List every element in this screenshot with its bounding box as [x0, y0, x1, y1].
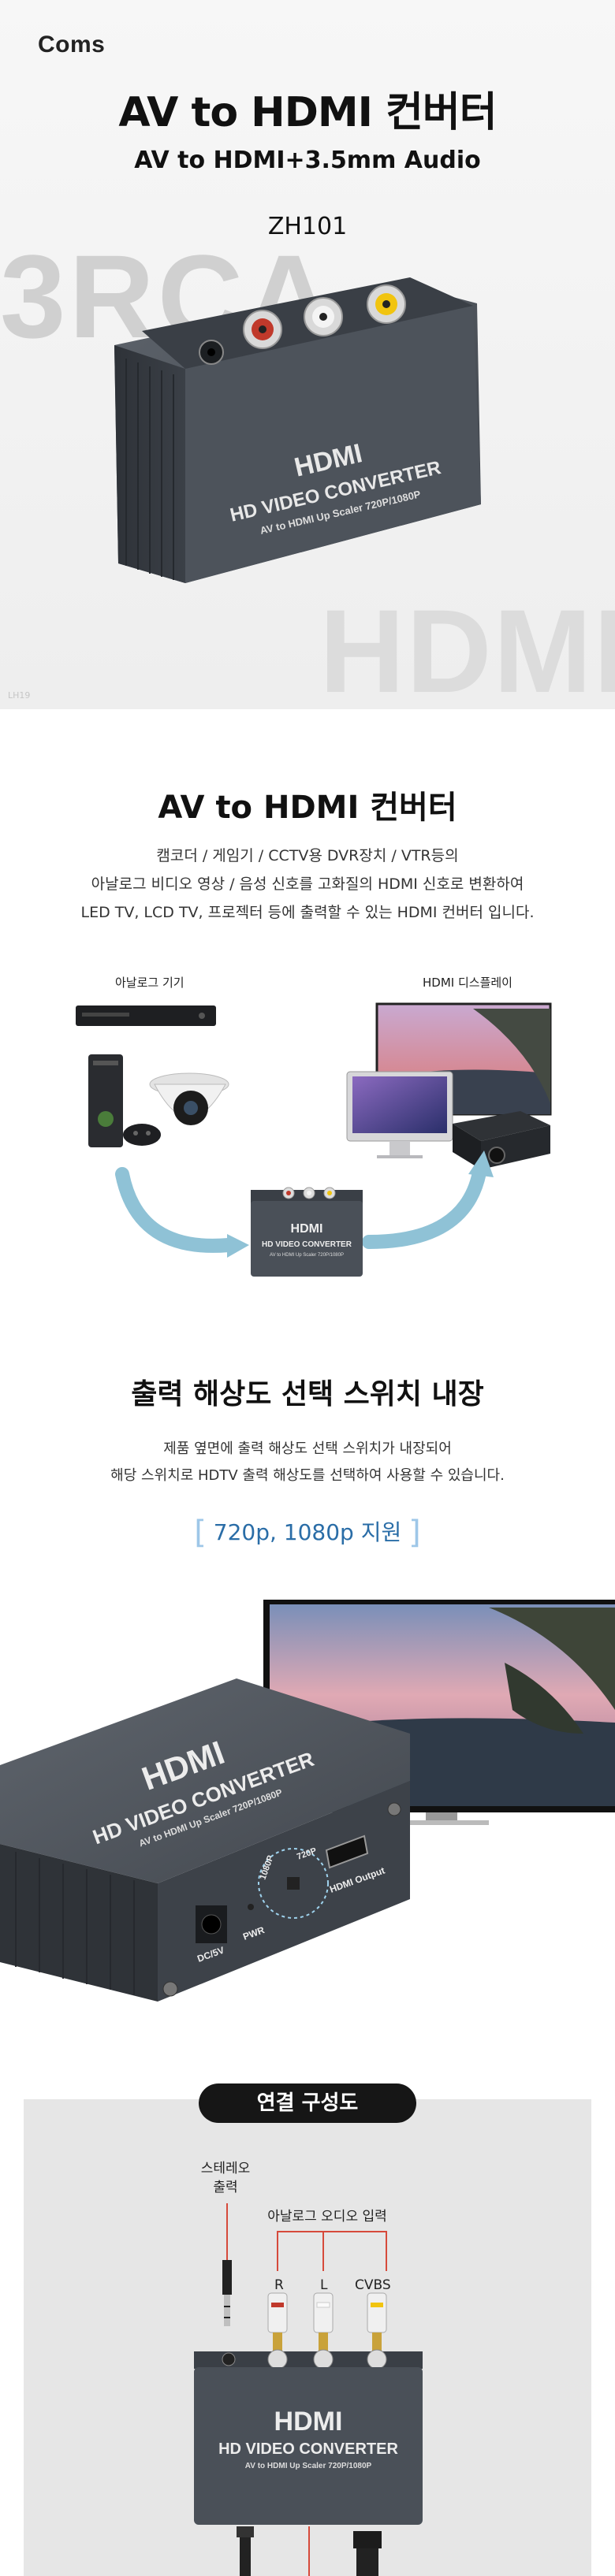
- intro-section: AV to HDMI 컨버터 캠코더 / 게임기 / CCTV용 DVR장치 /…: [0, 709, 615, 1340]
- badge-text: 720p, 1080p 지원: [213, 1519, 402, 1545]
- analog-audio-input-label: 아날로그 오디오 입력: [267, 2209, 387, 2225]
- switch-title: 출력 해상도 선택 스위치 내장: [131, 1378, 484, 1411]
- connection-title: 연결 구성도: [199, 2083, 416, 2123]
- screw-icon: [162, 1981, 178, 1997]
- rca-plug-yellow-icon: [367, 2292, 387, 2351]
- watermark-hdmi: HDMI: [319, 585, 615, 709]
- dc-power-jack-icon: [196, 1905, 227, 1943]
- intro-desc-line: 캠코더 / 게임기 / CCTV용 DVR장치 / VTR등의: [156, 847, 459, 864]
- connection-converter-icon: HDMI HD VIDEO CONVERTER AV to HDMI Up Sc…: [194, 2367, 423, 2525]
- conn-device-brand: HDMI: [274, 2407, 343, 2437]
- switch-device-illustration: HDMI HD VIDEO CONVERTER AV to HDMI Up Sc…: [0, 1600, 615, 2002]
- rca-plug-red-icon: [267, 2292, 288, 2351]
- badge-bracket-right: ]: [408, 1515, 421, 1551]
- connection-section: 연결 구성도 스테레오 출력 아날로그 오디오 입력 R L CVBS: [0, 2049, 615, 2576]
- page-subtitle: AV to HDMI+3.5mm Audio: [134, 147, 481, 174]
- switch-desc-line: 해당 스위치로 HDTV 출력 해상도를 선택하여 사용할 수 있습니다.: [110, 1467, 505, 1484]
- center-device-line2: AV to HDMI Up Scaler 720P/1080P: [270, 1253, 344, 1258]
- plug-cvbs-label: CVBS: [355, 2277, 391, 2293]
- intro-title: AV to HDMI 컨버터: [158, 790, 457, 826]
- hero-device-illustration: HDMI HD VIDEO CONVERTER AV to HDMI Up Sc…: [114, 277, 481, 583]
- resolution-badge: [ 720p, 1080p 지원 ]: [0, 1515, 615, 1551]
- switch-desc-line: 제품 옆면에 출력 해상도 선택 스위치가 내장되어: [163, 1440, 452, 1457]
- switch-section: 출력 해상도 선택 스위치 내장 제품 옆면에 출력 해상도 선택 스위치가 내…: [0, 1340, 615, 2049]
- projector-icon: [453, 1111, 550, 1169]
- plug-l-label: L: [320, 2277, 328, 2293]
- game-console-icon: [88, 1054, 161, 1147]
- intro-description: 캠코더 / 게임기 / CCTV용 DVR장치 / VTR등의 아날로그 비디오…: [0, 842, 615, 927]
- badge-bracket-left: [: [194, 1515, 207, 1551]
- rca-plug-white-icon: [313, 2292, 334, 2351]
- center-device-line1: HD VIDEO CONVERTER: [262, 1240, 352, 1249]
- brand-logo: Coms: [38, 32, 106, 58]
- switch-description: 제품 옆면에 출력 해상도 선택 스위치가 내장되어 해당 스위치로 HDTV …: [0, 1436, 615, 1489]
- model-number: ZH101: [267, 213, 348, 240]
- resolution-switch-icon: [287, 1877, 300, 1890]
- hdmi-cable-icon: [353, 2531, 382, 2576]
- stereo-plug-icon: [222, 2260, 232, 2326]
- rca-white-icon: [304, 297, 343, 336]
- plug-r-label: R: [274, 2277, 284, 2293]
- hdmi-port-icon: [325, 1834, 369, 1869]
- monitor-icon: [346, 1071, 453, 1158]
- cctv-camera-icon: [149, 1072, 229, 1125]
- intro-desc-line: LED TV, LCD TV, 프로젝터 등에 출력할 수 있는 HDMI 컨버…: [80, 904, 535, 921]
- hdmi-display-caption: HDMI 디스플레이: [423, 976, 512, 990]
- rca-red-icon: [243, 310, 282, 349]
- watermark-small: LH19: [8, 690, 31, 701]
- center-converter-icon: HDMI HD VIDEO CONVERTER AV to HDMI Up Sc…: [251, 1187, 363, 1277]
- rca-yellow-icon: [367, 284, 406, 324]
- page-title: AV to HDMI 컨버터: [118, 89, 497, 136]
- screw-icon: [387, 1802, 401, 1816]
- conn-device-line1: HD VIDEO CONVERTER: [218, 2440, 398, 2458]
- power-led-icon: [248, 1904, 254, 1910]
- arrow-right-icon: [362, 1165, 486, 1249]
- switch-highlight-circle: [258, 1848, 329, 1919]
- intro-diagram: HDMI HD VIDEO CONVERTER AV to HDMI Up Sc…: [76, 1002, 552, 1277]
- hero-section: 3RCA HDMI LH19 Coms AV to HDMI 컨버터 AV to…: [0, 0, 615, 709]
- connection-diagram: HDMI HD VIDEO CONVERTER AV to HDMI Up Sc…: [194, 2203, 423, 2576]
- arrow-left-icon: [115, 1167, 236, 1253]
- dvd-player-icon: [76, 1005, 216, 1026]
- intro-desc-line: 아날로그 비디오 영상 / 음성 신호를 고화질의 HDMI 신호로 변환하여: [91, 875, 524, 893]
- dc-cable-icon: [237, 2526, 254, 2576]
- analog-device-caption: 아날로그 기기: [115, 976, 184, 990]
- conn-device-line2: AV to HDMI Up Scaler 720P/1080P: [245, 2462, 372, 2470]
- center-device-brand: HDMI: [291, 1222, 323, 1236]
- stereo-output-label: 스테레오 출력: [200, 2161, 251, 2195]
